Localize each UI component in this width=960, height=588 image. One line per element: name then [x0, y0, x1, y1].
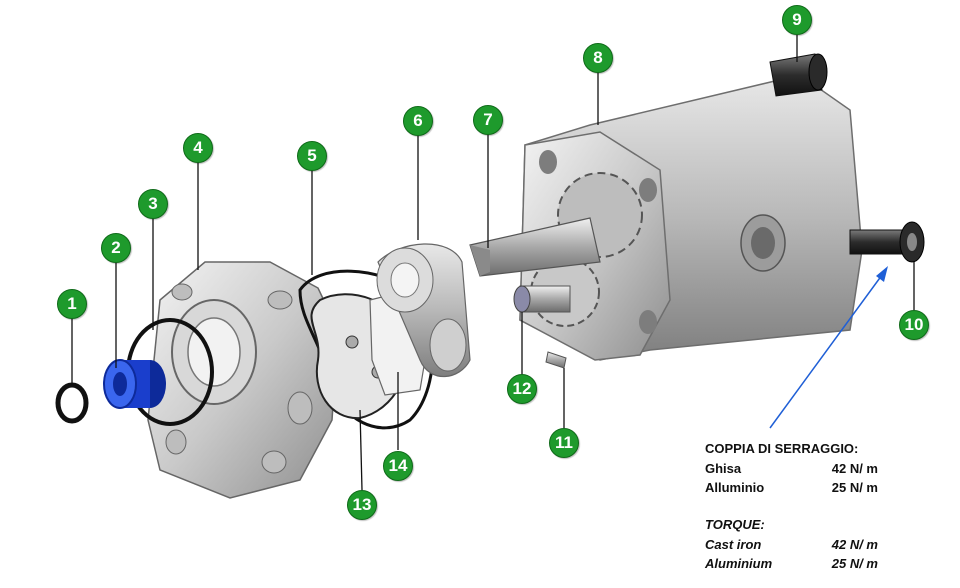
torque-label-alluminio: Alluminio [705, 480, 765, 495]
part-4-front-flange [147, 261, 339, 499]
callout-11: 11 [549, 428, 579, 458]
part-7-drive-shaft [469, 217, 601, 277]
callout-12: 12 [507, 374, 537, 404]
torque-value-alluminio: 25 N/ m [831, 480, 878, 495]
torque-value-cast-iron: 42 N/ m [831, 537, 878, 552]
callout-4: 4 [183, 133, 213, 163]
callout-2: 2 [101, 233, 131, 263]
callout-5: 5 [297, 141, 327, 171]
callout-6: 6 [403, 106, 433, 136]
callout-7: 7 [473, 105, 503, 135]
part-9-bolt [769, 53, 828, 97]
torque-heading-en: TORQUE: [705, 517, 765, 532]
torque-label-aluminium: Aluminium [705, 556, 773, 571]
callout-13: 13 [347, 490, 377, 520]
torque-label-cast-iron: Cast iron [705, 537, 762, 552]
torque-value-ghisa: 42 N/ m [831, 461, 878, 476]
part-10-bolt [849, 221, 925, 263]
part-2-shaft-seal [103, 359, 166, 409]
torque-label-ghisa: Ghisa [705, 461, 742, 476]
callout-9: 9 [782, 5, 812, 35]
torque-value-aluminium: 25 N/ m [831, 556, 878, 571]
part-1-o-ring [55, 382, 89, 424]
callout-14: 14 [383, 451, 413, 481]
callout-3: 3 [138, 189, 168, 219]
callout-1: 1 [57, 289, 87, 319]
torque-arrow [769, 266, 888, 429]
torque-heading-it: COPPIA DI SERRAGGIO: [705, 441, 859, 456]
leader-lines [71, 35, 915, 491]
callout-8: 8 [583, 43, 613, 73]
callout-10: 10 [899, 310, 929, 340]
part-6-bushing [376, 243, 471, 378]
part-11-screw [545, 351, 567, 369]
